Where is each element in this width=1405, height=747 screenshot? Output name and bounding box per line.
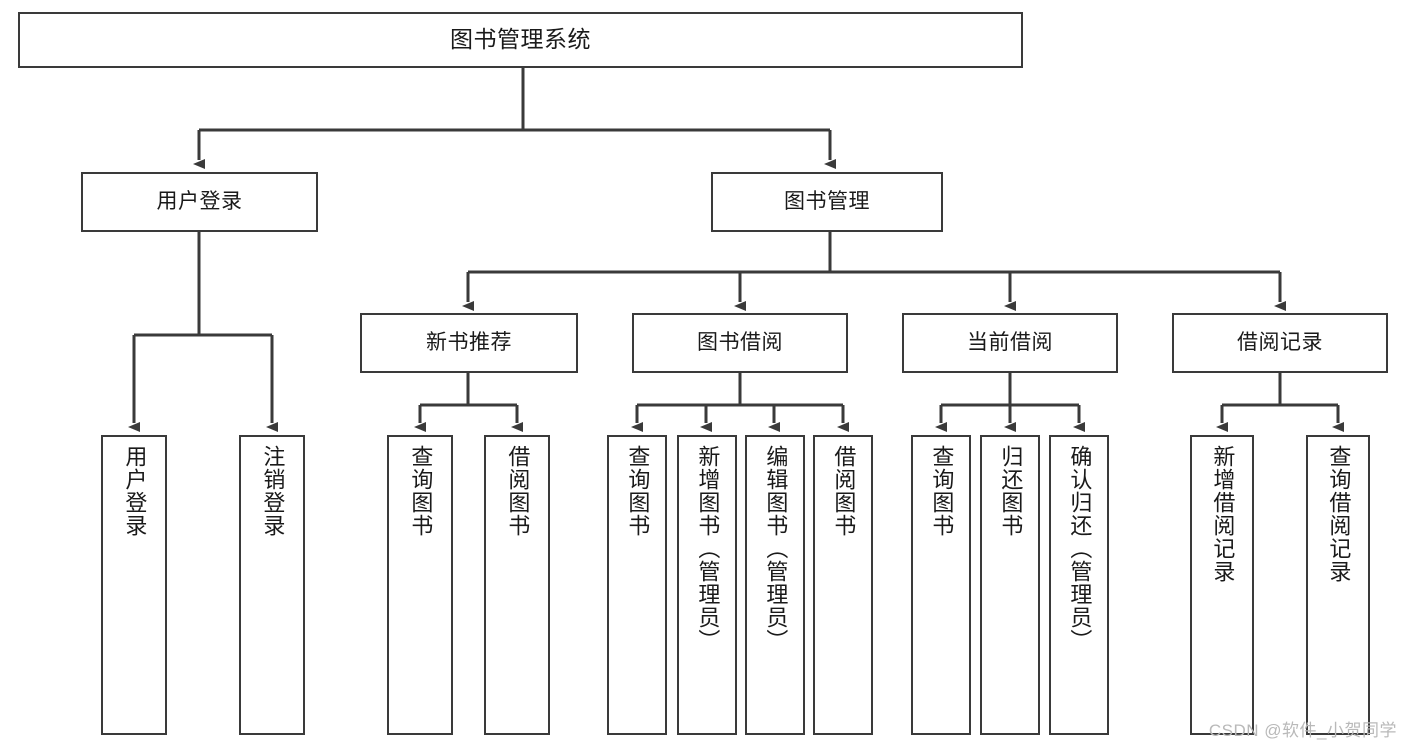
node-leaf-borrow-book-2[interactable]: 借阅图书 [813,435,873,735]
node-leaf-query-record-label: 查询借阅记录 [1326,445,1352,583]
node-new-book-recommend[interactable]: 新书推荐 [360,313,578,373]
node-leaf-edit-book-label: 编辑图书（管理员） [763,445,789,652]
node-new-book-recommend-label: 新书推荐 [426,330,512,354]
node-leaf-add-book[interactable]: 新增图书（管理员） [677,435,737,735]
node-leaf-add-record-label: 新增借阅记录 [1210,445,1236,583]
node-book-management[interactable]: 图书管理 [711,172,943,232]
node-leaf-borrow-book-1-label: 借阅图书 [505,445,531,537]
node-current-borrow-label: 当前借阅 [967,330,1053,354]
node-leaf-logout-login[interactable]: 注销登录 [239,435,305,735]
node-leaf-query-book-2-label: 查询图书 [625,445,651,537]
node-leaf-query-book-1-label: 查询图书 [408,445,434,537]
node-leaf-query-record[interactable]: 查询借阅记录 [1306,435,1370,735]
node-leaf-borrow-book-2-label: 借阅图书 [831,445,857,537]
node-user-login-label: 用户登录 [156,189,243,213]
node-leaf-edit-book[interactable]: 编辑图书（管理员） [745,435,805,735]
node-borrow-record[interactable]: 借阅记录 [1172,313,1388,373]
node-leaf-query-book-2[interactable]: 查询图书 [607,435,667,735]
node-leaf-add-book-label: 新增图书（管理员） [695,445,721,652]
node-leaf-confirm-return[interactable]: 确认归还（管理员） [1049,435,1109,735]
watermark-text: CSDN @软件_小贺同学 [1208,721,1397,740]
node-leaf-borrow-book-1[interactable]: 借阅图书 [484,435,550,735]
node-root[interactable]: 图书管理系统 [18,12,1023,68]
node-book-management-label: 图书管理 [784,189,870,213]
node-book-borrow[interactable]: 图书借阅 [632,313,848,373]
node-leaf-logout-login-label: 注销登录 [260,445,286,537]
node-leaf-query-book-3-label: 查询图书 [929,445,955,537]
node-leaf-user-login[interactable]: 用户登录 [101,435,167,735]
node-book-borrow-label: 图书借阅 [697,330,783,354]
node-leaf-return-book-label: 归还图书 [998,445,1024,537]
node-root-label: 图书管理系统 [450,26,591,53]
node-leaf-return-book[interactable]: 归还图书 [980,435,1040,735]
node-leaf-query-book-3[interactable]: 查询图书 [911,435,971,735]
node-leaf-user-login-label: 用户登录 [122,445,148,537]
node-current-borrow[interactable]: 当前借阅 [902,313,1118,373]
node-leaf-confirm-return-label: 确认归还（管理员） [1067,445,1093,652]
node-borrow-record-label: 借阅记录 [1237,330,1323,354]
node-leaf-add-record[interactable]: 新增借阅记录 [1190,435,1254,735]
node-user-login[interactable]: 用户登录 [81,172,318,232]
node-leaf-query-book-1[interactable]: 查询图书 [387,435,453,735]
